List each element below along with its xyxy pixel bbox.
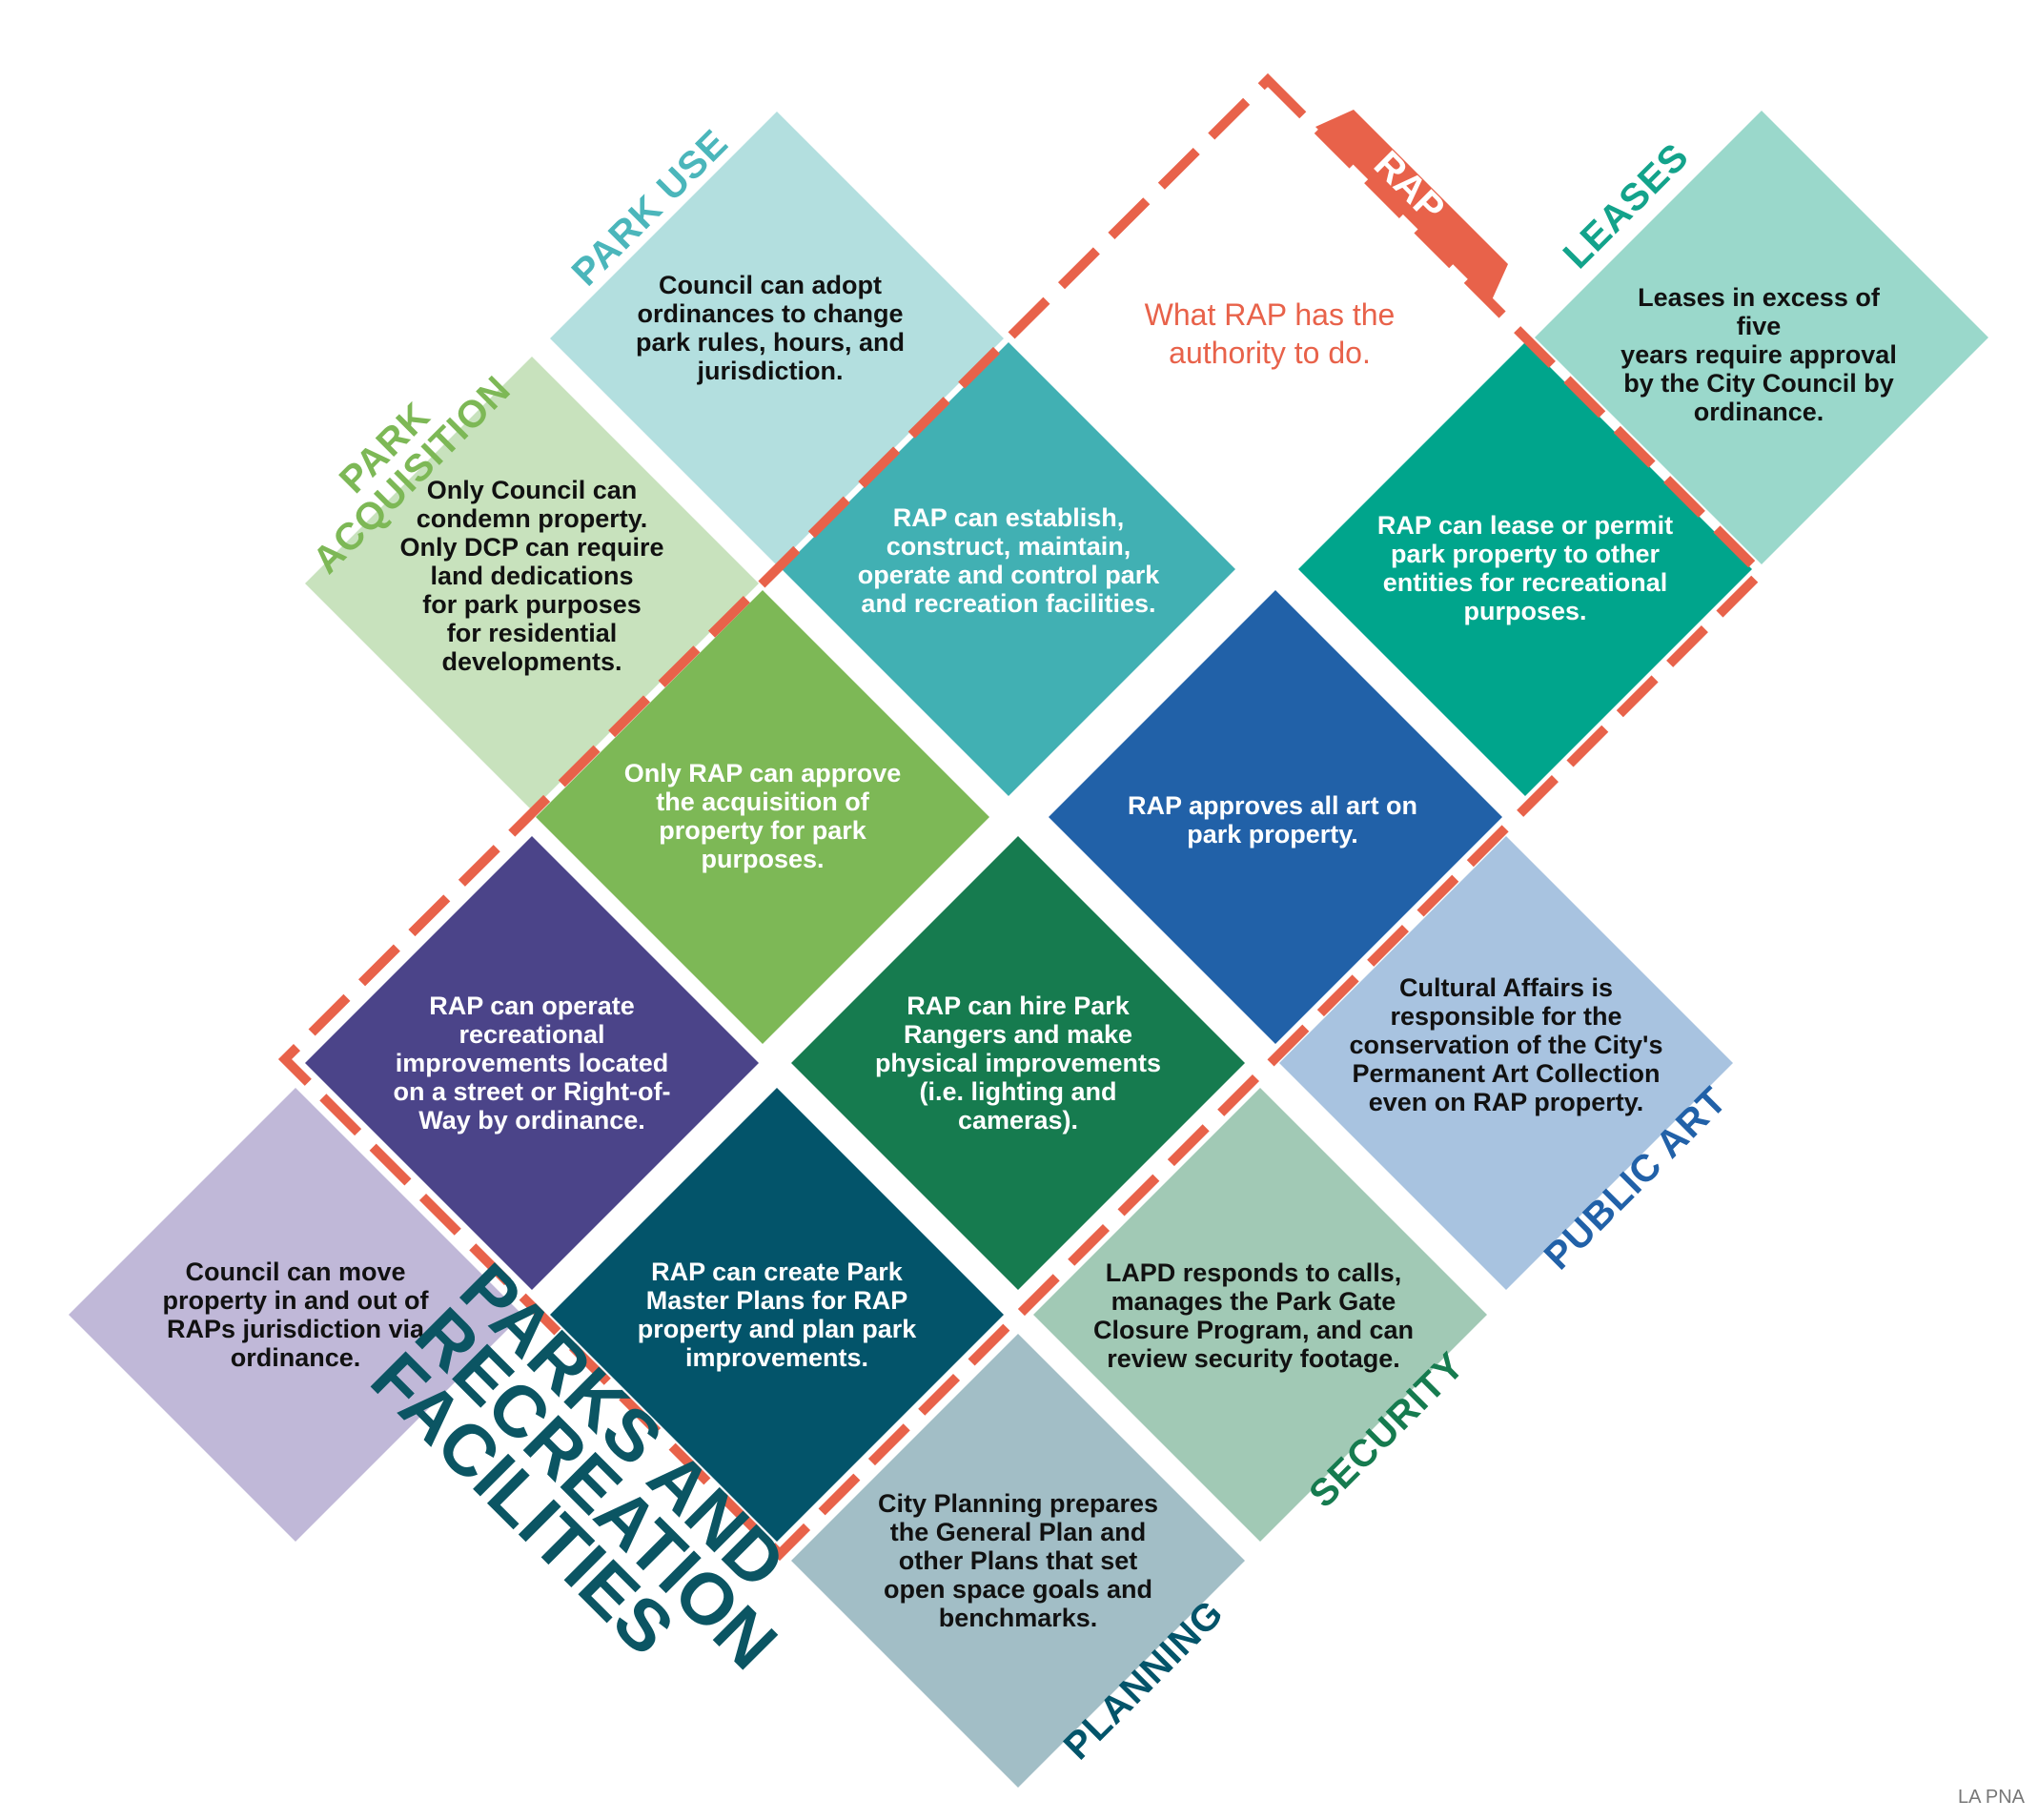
credit: LA PNA [1957, 1787, 2025, 1808]
tile-city-planning-text: City Planning prepares the General Plan … [877, 1489, 1159, 1632]
tile-leases-text: Leases in excess of five years require a… [1620, 283, 1897, 426]
rap-boundary-dashed [277, 72, 1768, 1562]
tile-rap-rangers [791, 836, 1245, 1290]
tile-park-acquisition [305, 357, 759, 810]
tile-council-move-text: Council can move property in and out of … [162, 1258, 429, 1372]
tile-rap-operate [305, 836, 759, 1290]
tile-rap-acquisition [536, 590, 989, 1044]
tile-park-use-text: Council can adopt ordinances to change p… [635, 271, 906, 385]
tile-lapd-text: LAPD responds to calls, manages the Park… [1092, 1258, 1415, 1373]
tile-cultural-affairs-text: Cultural Affairs is responsible for the … [1349, 973, 1663, 1116]
tile-park-acquisition-text: Only Council can condemn property. Only … [399, 476, 664, 676]
tile-rap-establish-text: RAP can establish, construct, maintain, … [857, 503, 1160, 618]
tile-rap-lease-text: RAP can lease or permit park property to… [1376, 511, 1674, 625]
rap-authority-title: What RAP has the authority to do. [1144, 297, 1396, 370]
tile-lapd [1033, 1088, 1487, 1542]
tile-rap-master [550, 1088, 1004, 1542]
tile-rap-master-text: RAP can create Park Master Plans for RAP… [637, 1258, 917, 1372]
rap-tab [1315, 110, 1508, 302]
tile-city-planning [791, 1334, 1245, 1788]
tile-leases [1535, 111, 1988, 564]
tile-rap-art [1049, 590, 1502, 1044]
tile-rap-rangers-text: RAP can hire Park Rangers and make physi… [874, 992, 1162, 1135]
tile-rap-operate-text: RAP can operate recreational improvement… [393, 992, 671, 1135]
tile-rap-acquisition-text: Only RAP can approve the acquisition of … [623, 759, 902, 873]
tile-cultural-affairs [1279, 836, 1733, 1290]
tile-council-move [69, 1088, 522, 1542]
tile-rap-art-text: RAP approves all art on park property. [1127, 791, 1418, 849]
